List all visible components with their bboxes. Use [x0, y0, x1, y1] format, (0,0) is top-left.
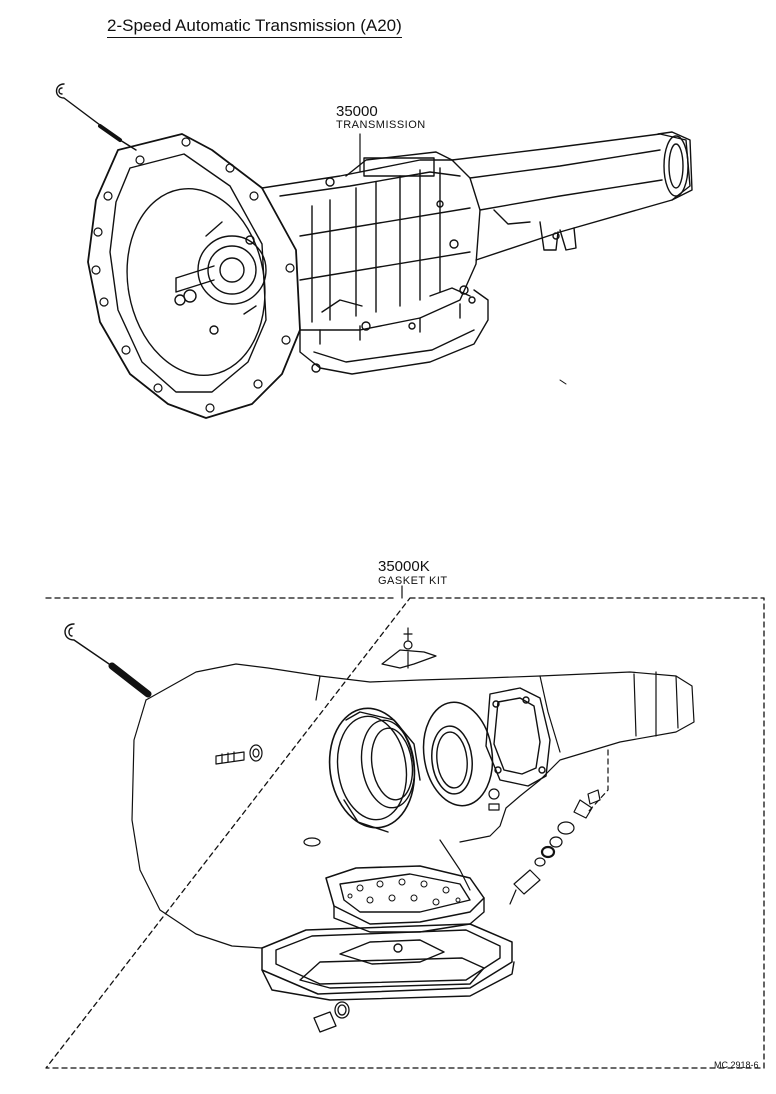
- gasket-kit-boundary: [46, 598, 764, 1068]
- diagram-title: 2-Speed Automatic Transmission (A20): [107, 16, 402, 38]
- extension-housing-gasket-icon: [486, 688, 550, 786]
- front-pump-seal-icon: [322, 703, 422, 834]
- oil-pump-gasket-icon: [417, 698, 499, 810]
- figure-code: MC 2918-6: [714, 1060, 759, 1070]
- oil-pan-icon: [262, 940, 514, 1000]
- transmission-outline-drawing: [132, 664, 694, 948]
- o-ring-icon: [429, 724, 476, 796]
- vacuum-fitting-icon: [382, 628, 436, 668]
- transmission-assembly-drawing: [57, 84, 693, 418]
- part-name-transmission: TRANSMISSION: [336, 119, 426, 131]
- oil-pan-gasket-icon: [262, 924, 512, 994]
- dipstick-icon: [65, 624, 148, 694]
- case-plug-icon: [489, 789, 499, 810]
- part-number-gasket-kit: 35000K: [378, 558, 430, 575]
- speedometer-gear-icon: [510, 790, 600, 904]
- small-o-ring-icon: [304, 838, 320, 846]
- valve-body-plate-icon: [326, 866, 484, 932]
- bolt-icon: [216, 745, 262, 764]
- drain-plug-icon: [314, 1002, 349, 1032]
- dipstick-icon: [57, 84, 137, 150]
- part-name-gasket-kit: GASKET KIT: [378, 575, 448, 587]
- part-number-transmission: 35000: [336, 103, 378, 120]
